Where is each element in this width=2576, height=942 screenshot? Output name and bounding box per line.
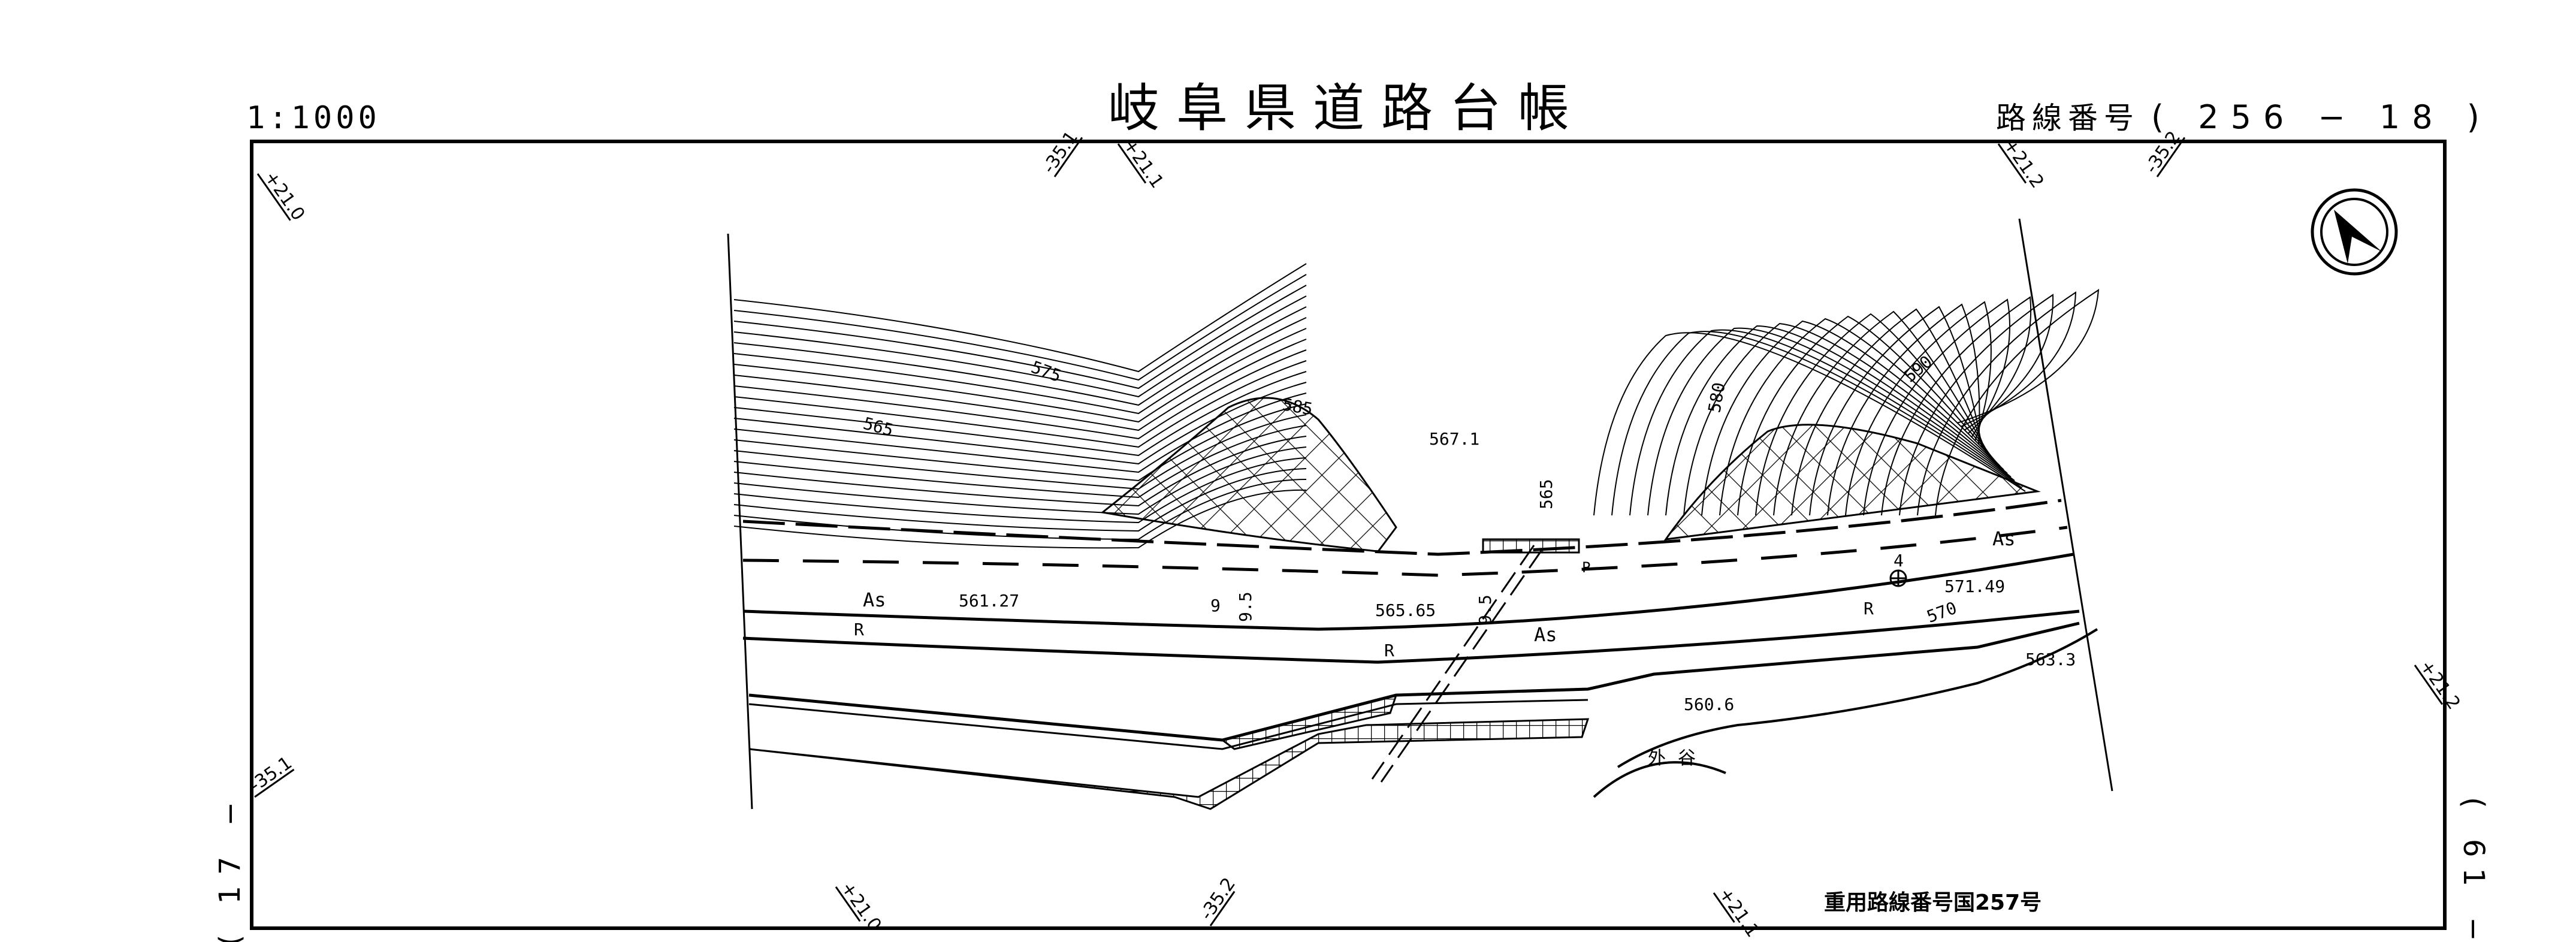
road-edge: [742, 552, 2074, 631]
spot-elevation: 560.6: [1684, 695, 1734, 714]
edge-mark: R: [854, 620, 864, 639]
map-left-edge: [727, 233, 753, 810]
benchmark-cross: [1891, 570, 1906, 586]
station-number: 9: [1210, 596, 1221, 615]
contour-line: [733, 360, 1307, 448]
footer-note: 重用路線番号国257号: [1824, 890, 2042, 915]
contour-line: [1665, 325, 2012, 516]
pole-mark: P: [1582, 559, 1590, 576]
road-edge-upper: [742, 499, 2062, 556]
contour-line: [733, 274, 1307, 381]
grid-tick: +21.2: [1999, 135, 2047, 192]
masonry-wall: [748, 718, 1590, 810]
contour-line: [733, 295, 1307, 398]
masonry-wall: [1220, 693, 1398, 750]
bridge: [1482, 538, 1580, 554]
grid-tick: -35.1: [1038, 127, 1082, 177]
spot-elevation: 565.65: [1375, 600, 1436, 620]
grid-tick: -35.2: [2141, 127, 2185, 177]
surface-label: As: [1534, 623, 1557, 646]
sheet-frame: [250, 140, 2447, 930]
contour-line: [733, 306, 1307, 406]
road-plan-map: [727, 218, 2113, 810]
contour-line: [1701, 320, 2004, 516]
contour-line: [1683, 322, 2008, 516]
contour-label: 565: [1536, 479, 1556, 509]
spot-elevation: 561.27: [959, 591, 1019, 611]
map-right-edge: [2018, 218, 2113, 792]
contour-line: [1593, 332, 2026, 516]
road-width: 9.5: [1236, 591, 1255, 622]
contour-line: [733, 349, 1307, 440]
stream-bank: [1593, 761, 1726, 798]
right-side-label: ( 61 −: [2457, 797, 2490, 942]
edge-mark: R: [1864, 599, 1874, 618]
stream: [1617, 628, 2098, 768]
contour-line: [733, 371, 1307, 457]
road-edge-lower: [742, 609, 2080, 664]
page-title: 岐阜県道路台帳: [1108, 78, 1586, 138]
contour-line: [733, 328, 1307, 423]
spot-elevation: 567.1: [1429, 429, 1479, 449]
contour-line: [733, 339, 1307, 431]
scale-label: 1:1000: [246, 100, 380, 136]
map-labels: 575 565 585 567.1 565 580 590 As 4 571.4…: [854, 352, 2076, 769]
contour-line: [733, 285, 1307, 390]
cut-slope-hatch: [1663, 424, 2041, 541]
route-number: ( 256 − 18 ): [2151, 98, 2492, 136]
contour-label: 580: [1704, 381, 1729, 415]
contour-label: 565: [861, 413, 895, 440]
north-arrow-icon: [2311, 188, 2398, 276]
contour-label: 590: [1900, 352, 1936, 387]
left-side-label: ( 17 −: [213, 791, 247, 942]
road-width: 9.5: [1475, 594, 1495, 625]
grid-tick: +21.1: [1714, 884, 1763, 941]
place-name: 外谷: [1648, 748, 1708, 769]
contour-line: [733, 263, 1307, 373]
spot-elevation: 563.3: [2025, 650, 2076, 669]
contour-line: [733, 317, 1307, 415]
contour-line: [1719, 318, 2001, 516]
grid-tick: +21.0: [260, 167, 309, 224]
route-label: 路線番号: [1996, 101, 2140, 135]
grid-tick: +21.2: [2415, 656, 2464, 713]
surface-label: As: [1992, 527, 2016, 550]
edge-mark: R: [1384, 641, 1394, 660]
spot-elevation: 571.49: [1944, 576, 2005, 596]
point-number: 4: [1894, 551, 1904, 570]
contour-line: [1611, 331, 2022, 516]
contour-line: [1935, 289, 2100, 516]
culvert: [1371, 545, 1544, 783]
grid-tick: +21.1: [1119, 135, 1167, 192]
road-centerline: [742, 526, 2068, 577]
surface-label: As: [863, 588, 886, 611]
cut-slope-hatch: [1100, 397, 1397, 552]
contour-line: [1917, 291, 2077, 516]
grid-tick: -35.2: [1196, 874, 1240, 924]
